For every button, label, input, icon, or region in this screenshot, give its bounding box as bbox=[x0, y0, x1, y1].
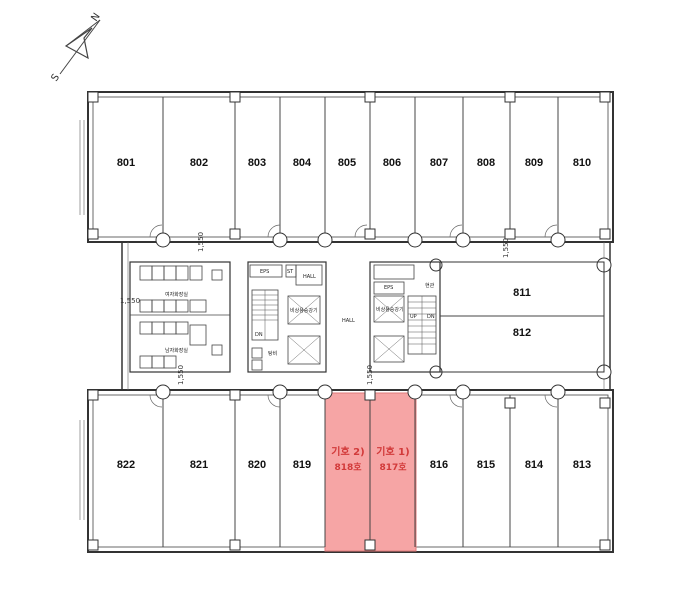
room-812[interactable]: 812 bbox=[513, 327, 531, 339]
room-813[interactable]: 813 bbox=[573, 459, 591, 471]
dimension-2: 1,550 bbox=[120, 297, 140, 305]
compass-north-label: N bbox=[89, 11, 102, 23]
room-814[interactable]: 814 bbox=[525, 459, 544, 471]
eps-left-label: EPS bbox=[260, 269, 269, 275]
dimension-1: 1,550 bbox=[197, 232, 205, 252]
room-803[interactable]: 803 bbox=[248, 157, 266, 169]
building-outline bbox=[79, 91, 614, 553]
restroom-block: 여자화장실 남자화장실 bbox=[129, 261, 231, 373]
dimension-4: 1,550 bbox=[366, 365, 374, 385]
highlight-labels: 기호 2) 818호 기호 1) 817호 bbox=[331, 445, 409, 473]
room-820[interactable]: 820 bbox=[248, 459, 266, 471]
compass-icon: N S bbox=[49, 11, 102, 83]
east-rooms bbox=[439, 261, 605, 373]
columns bbox=[87, 91, 612, 551]
room-815[interactable]: 815 bbox=[477, 459, 495, 471]
room-821[interactable]: 821 bbox=[190, 459, 208, 471]
room-809[interactable]: 809 bbox=[525, 157, 543, 169]
wc-male-label: 남자화장실 bbox=[165, 347, 188, 354]
room-816[interactable]: 816 bbox=[430, 459, 448, 471]
north-room-labels: 801 802 803 804 805 806 807 808 809 810 bbox=[117, 157, 591, 169]
wc-female-label: 여자화장실 bbox=[165, 291, 188, 298]
room-801[interactable]: 801 bbox=[117, 157, 135, 169]
room-808[interactable]: 808 bbox=[477, 157, 495, 169]
south-room-labels: 822 821 820 819 816 815 814 813 bbox=[117, 459, 591, 471]
room-807[interactable]: 807 bbox=[430, 157, 448, 169]
highlight-817-room: 817호 bbox=[379, 462, 407, 473]
dimension-5: 1,550 bbox=[502, 238, 510, 258]
room-810[interactable]: 810 bbox=[573, 157, 591, 169]
st-left-label: ST bbox=[287, 269, 294, 275]
room-804[interactable]: 804 bbox=[293, 157, 312, 169]
hall-label: HALL bbox=[342, 318, 355, 324]
hall-small-label: HALL bbox=[303, 274, 316, 280]
ent-label: 현관 bbox=[425, 282, 435, 289]
right-core: EPS 현관 비상용승강기 UP DN bbox=[369, 261, 441, 373]
room-819[interactable]: 819 bbox=[293, 459, 311, 471]
room-805[interactable]: 805 bbox=[338, 157, 356, 169]
left-core: EPS ST HALL DN 비상용승강기 탕비 bbox=[247, 261, 327, 373]
pantry-label: 탕비 bbox=[268, 350, 277, 357]
elev-right-label: 비상용승강기 bbox=[376, 306, 404, 313]
highlight-818-label: 기호 2) bbox=[331, 445, 364, 458]
dn-left-label: DN bbox=[255, 332, 263, 338]
eps-right-label: EPS bbox=[384, 285, 393, 291]
room-811[interactable]: 811 bbox=[513, 287, 531, 299]
room-802[interactable]: 802 bbox=[190, 157, 208, 169]
south-partitions bbox=[162, 395, 559, 547]
dn-right-label: DN bbox=[427, 314, 435, 320]
compass-south-label: S bbox=[49, 72, 62, 84]
dimension-3: 1,550 bbox=[177, 365, 185, 385]
elev-left-label: 비상용승강기 bbox=[290, 307, 318, 314]
up-label: UP bbox=[410, 314, 417, 320]
highlight-817[interactable] bbox=[369, 392, 417, 552]
room-806[interactable]: 806 bbox=[383, 157, 401, 169]
room-822[interactable]: 822 bbox=[117, 459, 135, 471]
highlight-818-room: 818호 bbox=[334, 462, 362, 473]
highlight-817-label: 기호 1) bbox=[376, 445, 409, 458]
north-partitions bbox=[162, 97, 559, 237]
door-arcs bbox=[149, 224, 558, 408]
